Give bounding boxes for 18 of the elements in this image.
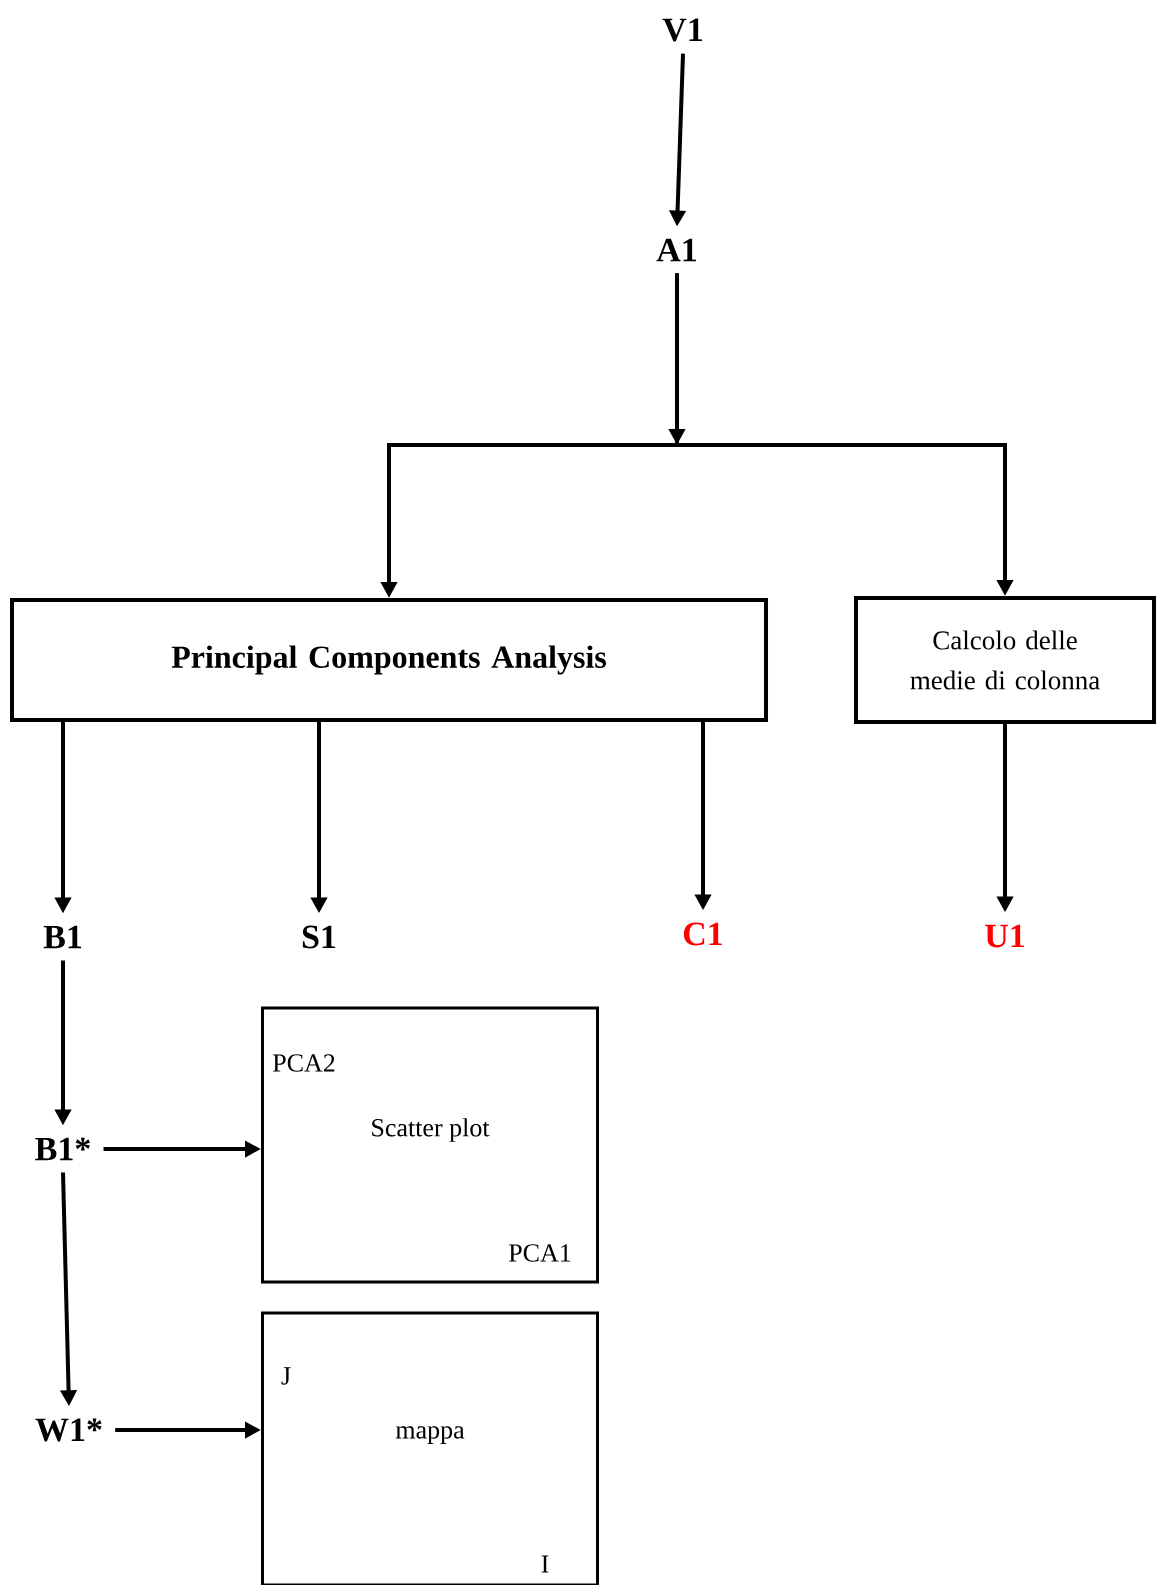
process-box: Calcolo delle medie di colonna [854,596,1156,724]
node-label: U1 [985,924,1025,948]
axis-label: I [541,1555,549,1573]
node-label: S1 [302,925,336,949]
node-label: W1* [35,1418,102,1442]
axis-label: PCA1 [508,1244,571,1262]
chart-title: Scatter plot [372,1118,490,1142]
node-label: C1 [683,922,722,946]
node-label: A1 [656,238,696,262]
node-label: B1* [35,1137,90,1161]
plot-box [261,1006,599,1284]
plot-box [261,1311,599,1585]
node-label: B1 [43,925,82,949]
axis-label: J [281,1367,291,1385]
process-box: Principal Components Analysis [10,598,768,722]
node-label: V1 [662,18,702,42]
chart-title: mappa [395,1426,465,1444]
axis-label: PCA2 [272,1054,335,1072]
